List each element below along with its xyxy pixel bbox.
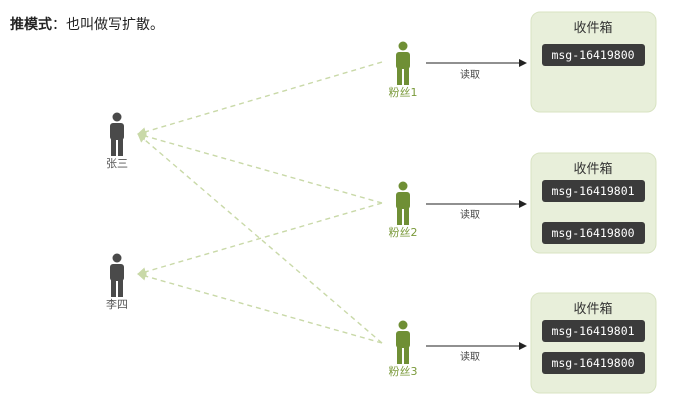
message-id: msg-16419800 bbox=[551, 356, 634, 370]
message-item: msg-16419800 bbox=[542, 44, 645, 66]
person-icon bbox=[396, 41, 410, 85]
title-rest: ：也叫做写扩散。 bbox=[52, 17, 164, 33]
inbox-title: 收件箱 bbox=[573, 20, 612, 36]
inbox-fan-1: 收件箱 msg-16419800 bbox=[530, 11, 657, 113]
message-item: msg-16419801 bbox=[542, 180, 645, 202]
push-line-fan1-zhangsan bbox=[137, 61, 383, 137]
push-line-fan3-lisi bbox=[137, 271, 383, 344]
fan-1: 粉丝1 bbox=[389, 41, 418, 99]
inbox-title: 收件箱 bbox=[573, 301, 612, 317]
message-id: msg-16419800 bbox=[551, 48, 634, 62]
publisher-name: 张三 bbox=[106, 157, 128, 170]
message-item: msg-16419801 bbox=[542, 320, 645, 342]
page-title: 推模式：也叫做写扩散。 bbox=[10, 14, 164, 34]
fan-3: 粉丝3 bbox=[389, 320, 418, 378]
publisher-zhangsan: 张三 bbox=[106, 112, 128, 170]
inbox-fan-3: 收件箱 msg-16419801 msg-16419800 bbox=[530, 292, 657, 394]
person-icon bbox=[110, 112, 124, 156]
message-id: msg-16419801 bbox=[551, 324, 634, 338]
message-id: msg-16419800 bbox=[551, 226, 634, 240]
fan-name: 粉丝1 bbox=[389, 86, 418, 99]
read-label: 读取 bbox=[460, 350, 480, 363]
message-item: msg-16419800 bbox=[542, 222, 645, 244]
person-icon bbox=[110, 253, 124, 297]
message-id: msg-16419801 bbox=[551, 184, 634, 198]
push-line-fan2-lisi bbox=[137, 202, 383, 277]
fan-name: 粉丝2 bbox=[389, 226, 418, 239]
read-arrow-3: 读取 bbox=[426, 342, 527, 363]
inbox-title: 收件箱 bbox=[573, 161, 612, 177]
fan-name: 粉丝3 bbox=[389, 365, 418, 378]
read-label: 读取 bbox=[460, 208, 480, 221]
push-lines bbox=[137, 61, 383, 344]
person-icon bbox=[396, 320, 410, 364]
read-label: 读取 bbox=[460, 68, 480, 81]
title-bold: 推模式 bbox=[10, 17, 52, 33]
person-icon bbox=[396, 181, 410, 225]
fan-2: 粉丝2 bbox=[389, 181, 418, 239]
message-item: msg-16419800 bbox=[542, 352, 645, 374]
read-arrow-2: 读取 bbox=[426, 200, 527, 221]
inbox-fan-2: 收件箱 msg-16419801 msg-16419800 bbox=[530, 152, 657, 254]
push-line-fan2-zhangsan bbox=[137, 131, 383, 204]
publisher-name: 李四 bbox=[106, 297, 128, 311]
publisher-lisi: 李四 bbox=[106, 253, 128, 311]
read-arrow-1: 读取 bbox=[426, 59, 527, 81]
